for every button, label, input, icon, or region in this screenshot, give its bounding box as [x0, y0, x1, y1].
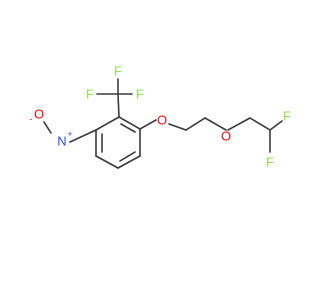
- atom-f-cf3-right: F: [136, 87, 144, 102]
- atom-n-nitro: N: [57, 134, 66, 149]
- atom-f-cf3-top-left: F: [86, 87, 94, 102]
- atom-f-chf2-bottom: F: [266, 155, 274, 170]
- bond-ring-o1: [139, 119, 157, 130]
- bond-ring-inner-2: [119, 151, 136, 162]
- atom-o-ether-2: O: [221, 129, 231, 144]
- bond-ring-nitro: [69, 129, 97, 143]
- bond-ring-c4-c5: [95, 155, 119, 169]
- bond-c3-c4: [249, 117, 271, 131]
- bond-ring-c3-c4: [117, 155, 141, 169]
- atom-f-cf3-top-right: F: [114, 64, 122, 79]
- bond-c1-c2: [185, 117, 206, 131]
- bond-ring-c1-c2: [118, 116, 141, 130]
- atom-f-chf2-top: F: [283, 109, 291, 124]
- bond-o2-c3: [227, 117, 251, 131]
- bond-c2-o2: [204, 117, 227, 131]
- bond-o1-c1: [168, 123, 187, 131]
- atom-o-ether-1: O: [157, 113, 167, 128]
- bond-ring-c6-c1: [95, 116, 120, 131]
- bond-ring-cf3: [117, 93, 120, 118]
- molecule-structure: F F F O - N + O O F F: [30, 64, 292, 170]
- atom-o-nitro-top: O: [34, 107, 44, 122]
- bond-nitro-o-top: [43, 121, 52, 134]
- charge-n-nitro: +: [67, 129, 72, 139]
- charge-o-nitro-top: -: [30, 114, 33, 124]
- bond-c4-f-top: [269, 120, 283, 131]
- bond-ring-inner-1: [120, 123, 136, 133]
